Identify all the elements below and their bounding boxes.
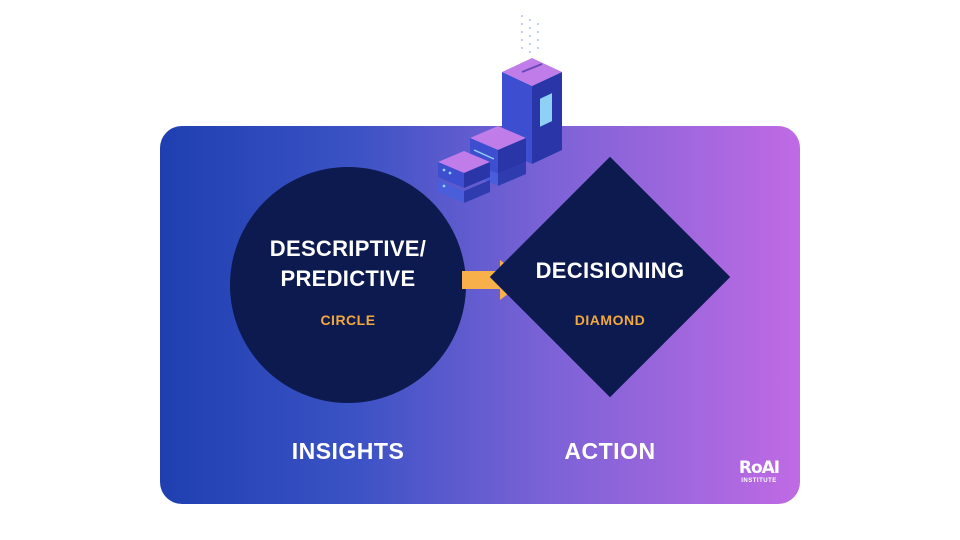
logo-main-text: RoAI — [738, 458, 780, 478]
circle-title: DESCRIPTIVE/ PREDICTIVE — [269, 236, 427, 291]
diamond-subtitle: DIAMOND — [574, 312, 646, 328]
server-stack-icon — [438, 15, 562, 203]
action-label: ACTION — [564, 438, 656, 464]
roai-logo: RoAI INSTITUTE — [738, 460, 780, 485]
insights-label: INSIGHTS — [291, 438, 405, 464]
logo-sub-text: INSTITUTE — [741, 478, 777, 484]
circle-subtitle: CIRCLE — [320, 312, 376, 328]
descriptive-predictive-circle — [230, 167, 466, 403]
diamond-title: DECISIONING — [535, 258, 685, 283]
